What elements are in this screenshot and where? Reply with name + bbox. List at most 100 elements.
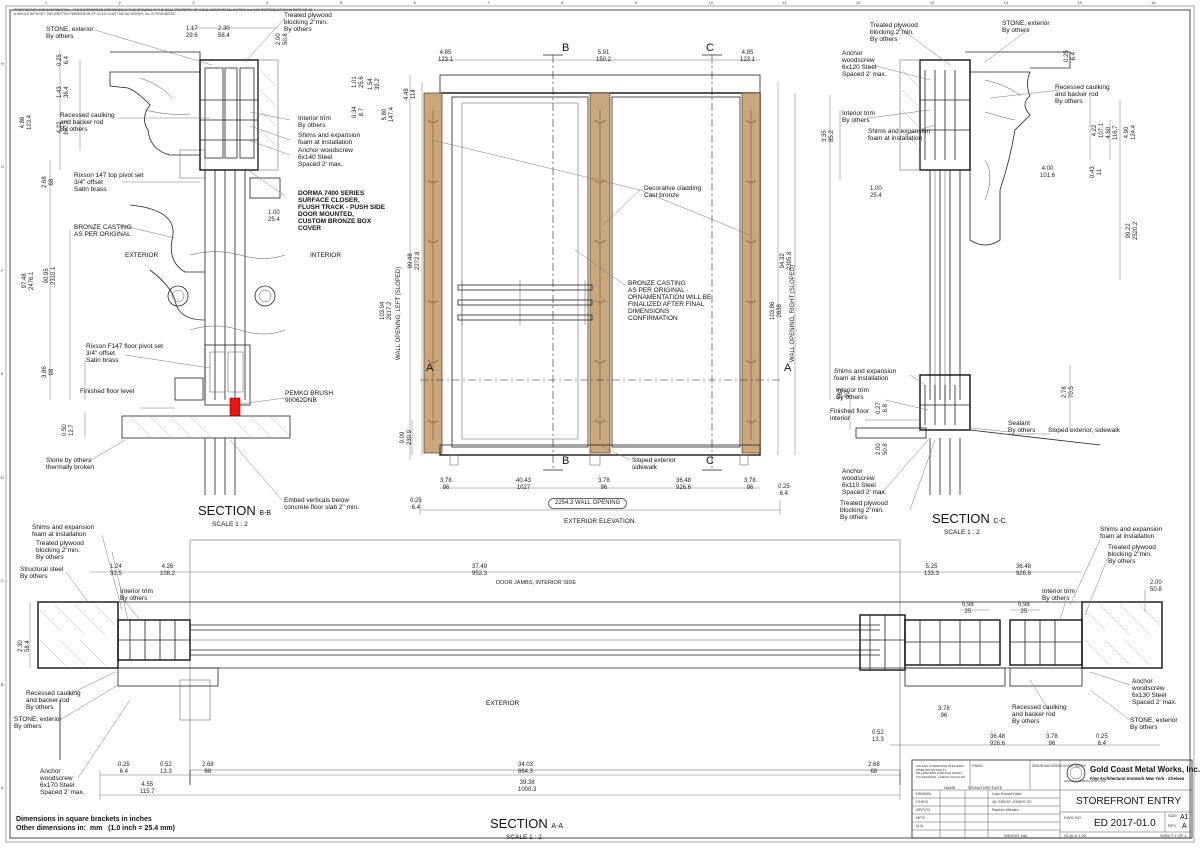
aa-plywood-right-label: Treated plywood blocking 2"min. By other… (1108, 544, 1156, 565)
grid-number: 13 (929, 0, 935, 5)
dim-cc-025: 0.25 6.4 (1064, 50, 1077, 62)
elev-wall-opening-dim: 2254.3 WALL OPENING (548, 498, 628, 509)
company-tagline: Fine Architectural Ironwork New York - C… (1090, 776, 1185, 781)
grid-number: 5 (339, 0, 343, 5)
tb-dwg-no-label: DWG NO. (1064, 815, 1082, 820)
elev-wall-left-label: WALL OPENING, LEFT (SLOPED) (396, 266, 402, 360)
tb-drawn-date: Last Saved Date (992, 791, 1022, 796)
company-name: Gold Coast Metal Works, Inc. (1090, 765, 1200, 774)
bb-embed-label: Embed verticals below concrete floor sla… (284, 497, 359, 511)
grid-number: 7 (487, 0, 490, 5)
bb-interior-label: INTERIOR (310, 252, 342, 259)
tb-size-label: SIZE (1168, 813, 1177, 818)
cc-shims2-label: Shims and expansion foam at installation (834, 368, 897, 382)
grid-number: 15 (1077, 0, 1082, 5)
dim-aa-3648b: 36.48 926.6 (990, 734, 1006, 747)
bb-interior-trim-label: Interior trim By others (298, 115, 331, 129)
cut-marker-c-bottom: C (706, 455, 714, 467)
elev-decorative-cladding-label: Decorative cladding Cast bronze (644, 185, 702, 199)
drawing-number: ED 2017-01.0 (1094, 818, 1156, 829)
aa-recessed-right-label: Recessed caulking and backer rod By othe… (1012, 704, 1067, 725)
elev-sloped-sidewalk-label: Sloped exterior sidewalk (632, 457, 676, 471)
tb-field-qa: Q.A (916, 823, 923, 828)
dim-aa-268r: 2.68 68 (868, 762, 880, 775)
dim-cc-100: 1.00 25.4 (870, 186, 882, 199)
dim-bb-top3: 2.00 50.8 (276, 33, 289, 45)
dim-cc-422: 4.22 107.1 (1092, 122, 1105, 138)
tb-field-chkd: CHK'D (916, 799, 929, 804)
bb-dorma-closer-label: DORMA 7400 SERIES SURFACE CLOSER, FLUSH … (298, 190, 386, 232)
units-note: Dimensions in square brackets in inches … (16, 816, 175, 832)
dim-el-10304: 103.04 2617.2 (380, 301, 393, 320)
aa-exterior-label: EXTERIOR (486, 700, 520, 707)
cut-marker-a-right: A (784, 362, 792, 374)
grid-letter: G (1, 164, 5, 170)
dim-el-909: 9.09 230.9 (400, 429, 413, 445)
elev-wall-right-label: WALL OPENING, RIGHT (SLOPED) (790, 264, 796, 362)
tb-scale: SCALE 1:20 (1064, 833, 1087, 838)
tb-weight: WEIGHT kgs (1004, 833, 1028, 838)
cc-anchor-top-label: Anchor woodscrew 6x120 Steel Spaced 2' m… (842, 50, 887, 78)
tb-owner: Rachel Mizrahi (992, 807, 1019, 812)
dim-el-485r: 4.85 123.1 (740, 50, 756, 63)
dim-aa-098b: 0.98 25 (1018, 602, 1030, 615)
dim-bb-100: 1.00 25.4 (268, 210, 280, 223)
grid-letter: B (1, 681, 4, 687)
dim-el-4043: 40.43 1027 (516, 478, 532, 491)
grid-number: 16 (1151, 0, 1156, 5)
dim-aa-3938: 39.38 1000.3 (518, 780, 537, 793)
cut-marker-b-top: B (562, 42, 570, 54)
cc-shims-label: Shims and expansion foam at installation (868, 128, 931, 142)
dim-bb-268: 2.68 68 (42, 176, 55, 188)
dim-bb-left3: 4.86 123.4 (20, 114, 33, 130)
tb-rev-label: REV (1168, 823, 1177, 828)
bb-rixson-floor-label: Rixson F147 floor pivot set 3/4" offset … (86, 343, 163, 364)
section-aa-scale: SCALE 1 : 2 (506, 834, 542, 841)
aa-plywood-left-label: Treated plywood blocking 2"min. By other… (36, 540, 84, 561)
dim-aa-268l: 2.68 68 (202, 762, 214, 775)
section-bb-scale: SCALE 1 : 2 (212, 521, 248, 528)
dim-cc-460: 4.60 116.7 (1106, 125, 1119, 140)
cc-finished-floor-label: Finished floor interior (830, 408, 870, 422)
tb-finish: FINISH: (972, 764, 984, 768)
cut-marker-b-bottom: B (562, 455, 570, 467)
dim-bb-386: 3.86 98 (42, 366, 55, 378)
dim-aa-025l: 0.25 6.4 (118, 762, 130, 775)
cc-plywood-label: Treated plywood blocking 2"min. By other… (870, 22, 918, 43)
cc-recessed-label: Recessed caulking and backer rod By othe… (1055, 84, 1110, 105)
tb-deburr: DEBUR AND BREAK SHARP EDGES (1032, 764, 1087, 768)
aa-interior-trim-right-label: Interior trim By others (1042, 588, 1075, 602)
dim-aa-098a: 0.98 25 (962, 602, 974, 615)
tb-col-date: DATE (992, 785, 1003, 790)
cc-sealant-label: Sealant By others (1008, 420, 1036, 434)
cc-stone-label: STONE, exterior By others (1002, 20, 1050, 34)
dim-bb-9748: 97.48 2476.1 (22, 271, 35, 290)
dim-el-591: 5.91 150.2 (596, 50, 612, 63)
dim-el-378a: 3.78 96 (440, 478, 452, 491)
dim-el-378c: 3.78 96 (744, 478, 756, 491)
grid-letter: D (1, 474, 4, 480)
section-bb-title: SECTION B-B (198, 503, 272, 518)
grid-number: 10 (708, 0, 714, 5)
grid-letter: C (1, 578, 4, 584)
dim-aa-200: 2.00 50.8 (1150, 580, 1162, 593)
bb-bronze-casting-label: BRONZE CASTING AS PER ORIGINAL (74, 224, 132, 238)
dim-aa-455: 4.55 115.7 (140, 782, 155, 795)
dim-cc-400: 4.00 101.6 (1040, 166, 1056, 179)
proprietary-note: PROPRIETARY AND CONFIDENTIAL - THE INFOR… (14, 8, 313, 16)
grid-letter: E (1, 371, 4, 377)
dim-el-448: 4.48 114 (404, 88, 417, 100)
tb-field-drawn: DRAWN (916, 791, 931, 796)
section-bb-drawing (49, 17, 291, 501)
dim-cc-325: 3.35 85.2 (822, 130, 835, 142)
dim-aa-378: 3.78 96 (938, 706, 950, 719)
drawing-title: STOREFRONT ENTRY (1076, 796, 1182, 807)
section-cc-drawing (829, 27, 1121, 511)
dim-cc-278: 2.78 70.5 (1062, 386, 1075, 398)
dim-aa-025r: 0.25 6.4 (1096, 734, 1108, 747)
cut-marker-a-left: A (426, 362, 434, 374)
aa-anchor-left-label: Anchor woodscrew 6x170 Steel Spaced 2' m… (40, 768, 85, 796)
bb-plywood-label: Treated plywood blocking 2"min. By other… (284, 12, 332, 33)
